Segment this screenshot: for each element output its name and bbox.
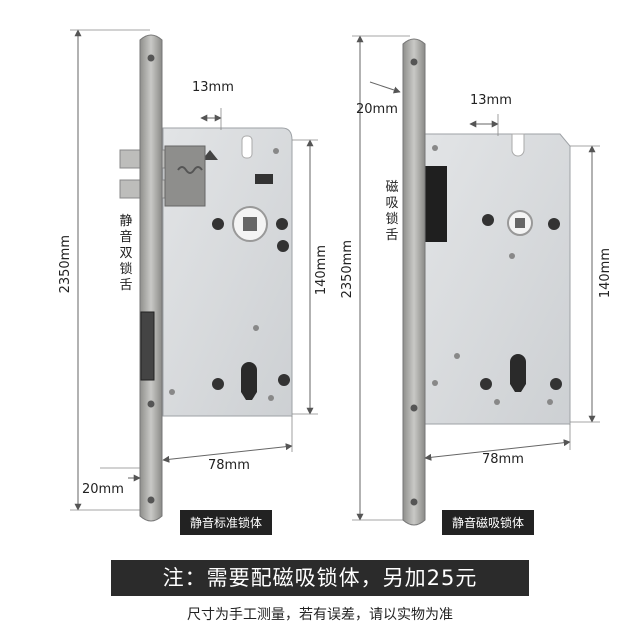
left-width-label: 78mm	[208, 458, 250, 473]
right-caption: 静音磁吸锁体	[442, 510, 535, 535]
left-faceplate-label: 20mm	[82, 482, 124, 497]
product-illustration	[70, 29, 600, 526]
right-bolt-offset-label: 13mm	[470, 93, 512, 108]
right-width-label: 78mm	[482, 452, 524, 467]
footer-note: 尺寸为手工测量，若有误差，请以实物为准	[187, 607, 453, 623]
notice-banner: 注：需要配磁吸锁体，另加25元	[111, 560, 529, 596]
left-bolt-side-label: 静音双锁舌	[119, 214, 133, 293]
left-bolt-offset-label: 13mm	[192, 80, 234, 95]
right-lock	[352, 35, 600, 526]
left-body-height-label: 140mm	[314, 245, 329, 296]
left-caption: 静音标准锁体	[180, 510, 273, 535]
right-faceplate-label: 20mm	[356, 102, 398, 117]
right-height-label: 2350mm	[340, 240, 355, 299]
left-height-label: 2350mm	[58, 235, 73, 294]
right-bolt-side-label: 磁吸锁舌	[385, 180, 399, 243]
left-lock	[70, 29, 318, 522]
right-body-height-label: 140mm	[598, 248, 613, 299]
